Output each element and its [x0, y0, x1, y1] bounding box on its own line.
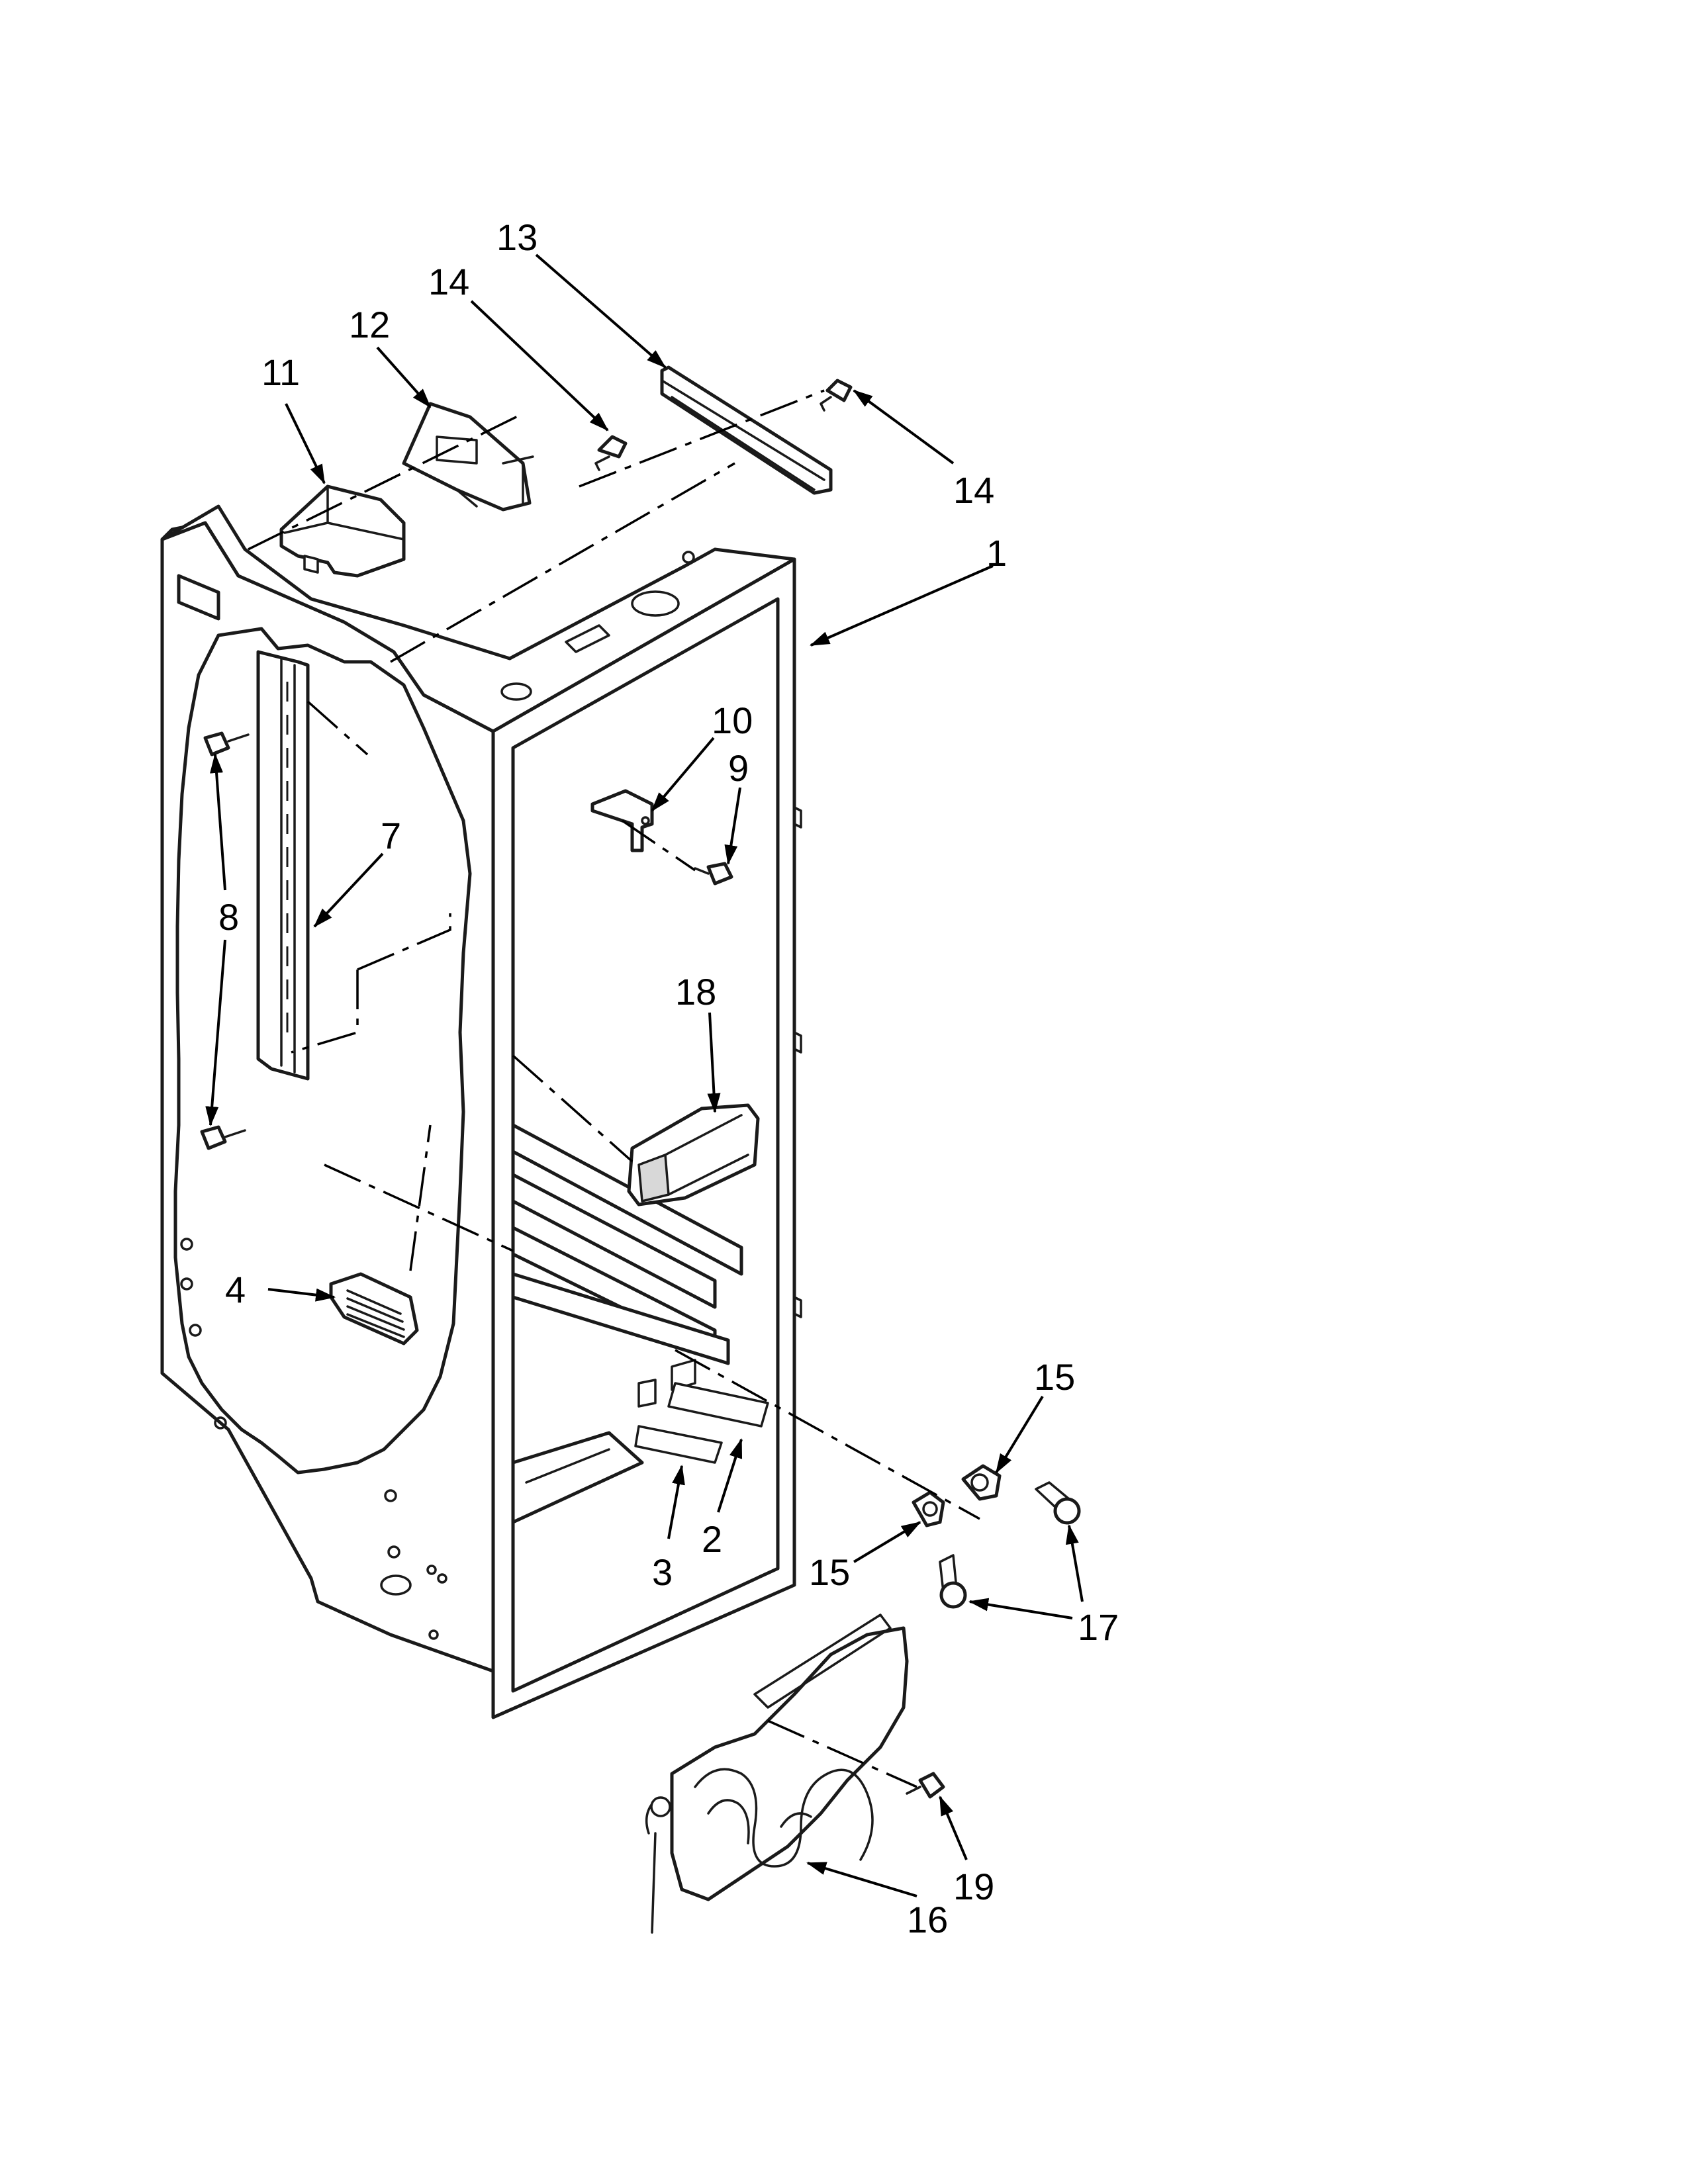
alignment-lines	[248, 389, 980, 1788]
leader-4	[267, 1288, 336, 1302]
callout-15-upper: 15	[1034, 1356, 1075, 1398]
callout-leaders	[205, 253, 1084, 1897]
bracket-screw	[694, 862, 733, 886]
leader-11	[285, 403, 326, 484]
wire-clip-upper	[961, 1464, 1002, 1501]
callout-15-lower: 15	[809, 1551, 850, 1593]
callout-13: 13	[496, 216, 538, 258]
wire-clip-lower	[912, 1490, 945, 1527]
leader-3	[667, 1465, 685, 1539]
leader-17-upper	[1065, 1524, 1084, 1602]
leader-14-right	[853, 389, 955, 465]
top-rail-bracket	[660, 365, 833, 495]
leader-16	[806, 1862, 917, 1897]
defrost-heater	[645, 1614, 909, 1934]
callout-12: 12	[349, 304, 390, 345]
leader-15-lower	[853, 1521, 921, 1563]
leader-1	[810, 565, 994, 647]
air-duct-cover	[402, 402, 534, 512]
leader-15-upper	[995, 1395, 1044, 1474]
callout-9: 9	[728, 747, 749, 789]
vertical-shelf-rail	[256, 650, 310, 1081]
light-housing	[627, 1103, 760, 1206]
leader-7	[313, 852, 384, 928]
callout-14-right: 14	[953, 469, 994, 511]
screw-14-right	[820, 379, 853, 412]
callout-4: 4	[225, 1269, 246, 1310]
callout-11: 11	[261, 351, 300, 393]
callout-18: 18	[675, 971, 716, 1013]
callout-7: 7	[381, 815, 401, 856]
leader-13	[535, 253, 667, 369]
callout-10: 10	[712, 700, 753, 741]
callout-3: 3	[652, 1551, 673, 1593]
leader-8-up	[210, 753, 226, 891]
callout-17: 17	[1078, 1606, 1119, 1648]
callout-14-left: 14	[428, 261, 469, 302]
leader-14-left	[470, 300, 609, 432]
leader-17-lower	[968, 1598, 1073, 1619]
rail-screw-bottom	[200, 1125, 246, 1150]
plug-lower	[939, 1554, 967, 1609]
callout-1: 1	[986, 532, 1007, 574]
leader-10	[651, 737, 715, 812]
control-housing	[279, 484, 406, 578]
leader-19	[939, 1796, 968, 1860]
leader-18	[707, 1012, 721, 1113]
leader-9	[724, 787, 741, 865]
leader-2	[717, 1438, 743, 1513]
callout-19: 19	[953, 1866, 994, 1907]
leader-12	[376, 346, 432, 408]
callout-labels: 1 2 3 4 7 8 9 10 11 12 13 14 14 15 15 16…	[218, 216, 1119, 1940]
plug-upper	[1035, 1481, 1081, 1525]
rail-screw-top	[203, 731, 250, 756]
callout-16: 16	[907, 1899, 948, 1940]
screw-14-left	[594, 435, 628, 471]
callout-2: 2	[702, 1518, 722, 1560]
heater-screw	[906, 1772, 945, 1799]
callout-8: 8	[218, 896, 239, 938]
leader-8-down	[205, 939, 226, 1126]
